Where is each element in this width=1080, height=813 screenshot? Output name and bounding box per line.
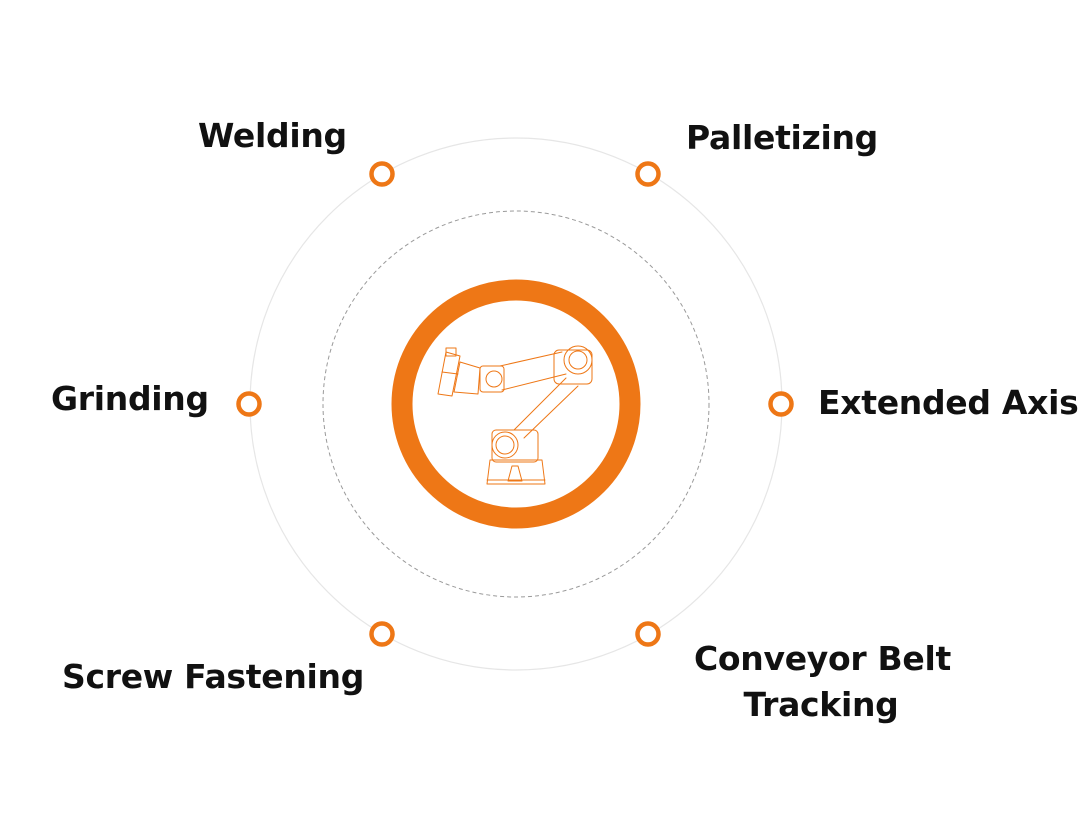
outer-ring bbox=[249, 137, 783, 671]
label-conveyor-belt-tracking: Conveyor Belt Tracking bbox=[694, 636, 951, 728]
marker-extended-axis-icon bbox=[768, 391, 794, 417]
label-welding: Welding bbox=[198, 116, 347, 155]
label-extended-axis: Extended Axis bbox=[818, 383, 1079, 422]
label-palletizing: Palletizing bbox=[686, 118, 878, 157]
inner-dashed-ring bbox=[322, 210, 710, 598]
marker-screw-fastening-icon bbox=[369, 621, 395, 647]
center-ring bbox=[391, 279, 641, 529]
label-conveyor-line-1: Conveyor Belt bbox=[694, 639, 951, 678]
marker-conveyor-belt-tracking-icon bbox=[635, 621, 661, 647]
label-conveyor-line-2: Tracking bbox=[743, 685, 899, 724]
label-screw-fastening: Screw Fastening bbox=[62, 657, 365, 696]
marker-grinding-icon bbox=[236, 391, 262, 417]
node-markers bbox=[236, 161, 794, 647]
marker-welding-icon bbox=[369, 161, 395, 187]
label-grinding: Grinding bbox=[51, 379, 209, 418]
robot-arm-icon bbox=[437, 345, 593, 485]
marker-palletizing-icon bbox=[635, 161, 661, 187]
